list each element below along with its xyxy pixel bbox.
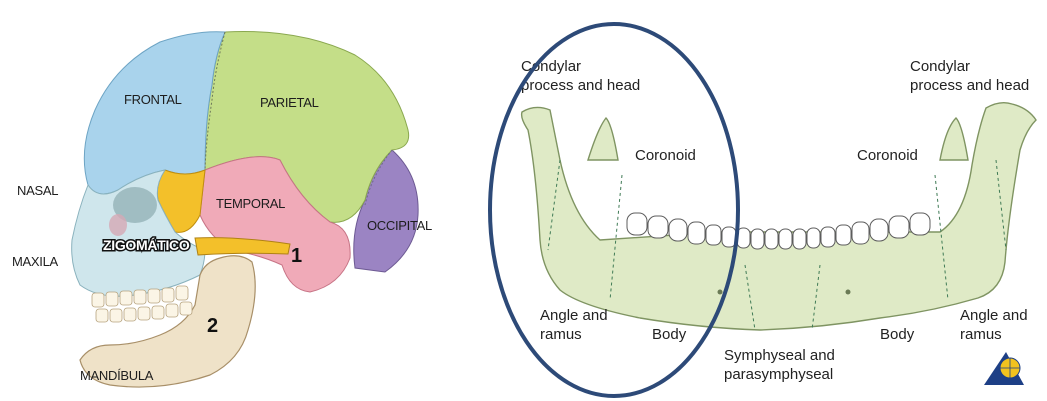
label-occipital: OCCIPITAL <box>367 218 432 233</box>
coronoid-right <box>940 118 968 160</box>
label-coronoid-left: Coronoid <box>635 147 696 164</box>
label-nasal: NASAL <box>17 183 58 198</box>
nasal-cavity <box>109 214 127 236</box>
label-mandibula: MANDÍBULA <box>80 368 154 383</box>
label-coronoid-right: Coronoid <box>857 147 918 164</box>
label-symphyseal-1: Symphyseal and <box>724 347 835 364</box>
mental-foramen-right <box>846 290 851 295</box>
label-frontal: FRONTAL <box>124 92 182 107</box>
frontal-bone <box>84 32 225 194</box>
label-zigomatico: ZIGOMÁTICO <box>103 237 190 253</box>
label-condylar-left-2: process and head <box>521 77 640 94</box>
label-body-left: Body <box>652 326 687 343</box>
label-parietal: PARIETAL <box>260 95 319 110</box>
marker-1: 1 <box>291 245 302 267</box>
label-angle-left-2: ramus <box>540 326 582 343</box>
mental-foramen-left <box>718 290 723 295</box>
marker-2: 2 <box>207 315 218 337</box>
label-angle-right-1: Angle and <box>960 307 1028 324</box>
label-symphyseal-2: parasymphyseal <box>724 366 833 383</box>
mandible-illustration: Condylar process and head Condylar proce… <box>521 58 1036 385</box>
skull-illustration: FRONTAL PARIETAL NASAL TEMPORAL OCCIPITA… <box>12 31 432 387</box>
label-maxila: MAXILA <box>12 254 59 269</box>
label-angle-right-2: ramus <box>960 326 1002 343</box>
label-angle-left-1: Angle and <box>540 307 608 324</box>
label-body-right: Body <box>880 326 915 343</box>
label-condylar-right-1: Condylar <box>910 58 970 75</box>
coronoid-left <box>588 118 618 160</box>
label-condylar-right-2: process and head <box>910 77 1029 94</box>
publisher-logo-icon <box>984 352 1024 385</box>
label-temporal: TEMPORAL <box>216 196 285 211</box>
